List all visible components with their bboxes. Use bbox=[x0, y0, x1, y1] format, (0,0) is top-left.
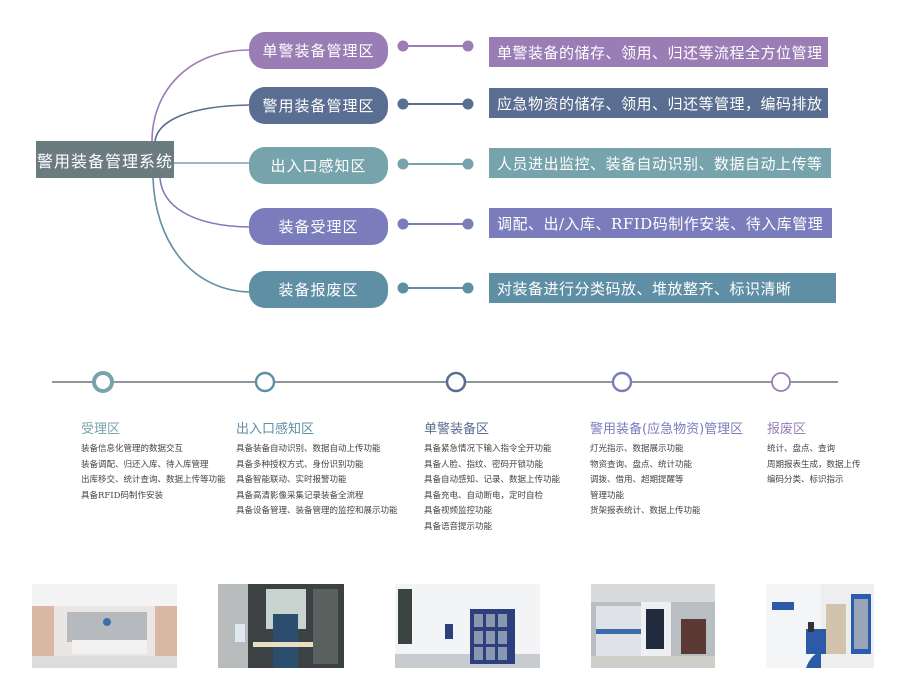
column-line: 具备人脸、指纹、密码开锁功能 bbox=[424, 459, 544, 470]
connector-4 bbox=[159, 177, 250, 228]
column-line: 灯光指示、数据展示功能 bbox=[590, 444, 684, 454]
shelving-room-photo bbox=[591, 584, 715, 668]
column-intake: 受理区 装备信息化管理的数据交互 装备调配、归还入库、待入库管理 出库移交、统计… bbox=[81, 418, 226, 504]
column-line: 具备充电、自动断电，定时自检 bbox=[424, 490, 544, 501]
column-line: 具备智能联动、实时报警功能 bbox=[236, 475, 347, 485]
connector-1 bbox=[151, 49, 250, 142]
link-2 bbox=[397, 98, 474, 110]
desc-entrance-sensing: 人员进出监控、装备自动识别、数据自动上传等 bbox=[489, 148, 831, 178]
timeline-node-3 bbox=[445, 371, 467, 393]
column-line: 装备调配、归还入库、待入库管理 bbox=[81, 459, 209, 470]
branch-entrance-sensing: 出入口感知区 bbox=[249, 147, 388, 184]
column-line: 具备高清影像采集记录装备全流程 bbox=[236, 490, 364, 501]
desc-police-equipment: 应急物资的储存、领用、归还等管理，编码排放 bbox=[489, 88, 828, 118]
column-title: 出入口感知区 bbox=[236, 422, 315, 437]
connector-2 bbox=[154, 104, 250, 142]
column-line: 具备多种授权方式、身份识别功能 bbox=[236, 459, 364, 470]
column-line: 具备紧急情况下输入指令全开功能 bbox=[424, 444, 552, 454]
mindmap-connectors bbox=[151, 40, 474, 294]
branch-police-equipment: 警用装备管理区 bbox=[249, 87, 388, 124]
link-1 bbox=[397, 40, 474, 52]
column-line: 具备语音提示功能 bbox=[424, 521, 493, 532]
column-line: 周期报表生成，数据上传 bbox=[767, 459, 861, 470]
timeline bbox=[52, 371, 838, 393]
column-line: 具备自动感知、记录、数据上传功能 bbox=[424, 475, 561, 485]
column-line: 具备设备管理、装备管理的监控和展示功能 bbox=[236, 506, 398, 516]
column-entrance-sensing: 出入口感知区 具备装备自动识别、数据自动上传功能 具备多种授权方式、身份识别功能… bbox=[236, 418, 398, 520]
desc-single-police-equipment: 单警装备的储存、领用、归还等流程全方位管理 bbox=[489, 37, 828, 67]
column-title: 报废区 bbox=[767, 422, 807, 437]
link-3 bbox=[397, 158, 474, 170]
entrance-door-photo bbox=[218, 584, 344, 668]
column-line: 统计、盘点、查询 bbox=[767, 444, 836, 454]
scrap-area-photo bbox=[766, 584, 874, 668]
connector-5 bbox=[152, 177, 250, 293]
branch-equipment-scrap: 装备报废区 bbox=[249, 271, 388, 308]
column-title: 警用装备(应急物资)管理区 bbox=[590, 422, 744, 437]
column-scrap: 报废区 统计、盘点、查询 周期报表生成，数据上传 编码分类、标识指示 bbox=[767, 418, 861, 489]
link-4 bbox=[397, 218, 474, 230]
column-line: 物资查询、盘点、统计功能 bbox=[590, 459, 693, 470]
column-single-police-equipment: 单警装备区 具备紧急情况下输入指令全开功能 具备人脸、指纹、密码开锁功能 具备自… bbox=[424, 418, 560, 535]
column-line: 管理功能 bbox=[590, 490, 625, 501]
mindmap-root: 警用装备管理系统 bbox=[36, 141, 174, 178]
reception-hall-photo bbox=[32, 584, 177, 668]
desc-equipment-scrap: 对装备进行分类码放、堆放整齐、标识清晰 bbox=[489, 273, 836, 303]
branch-single-police-equipment: 单警装备管理区 bbox=[249, 32, 388, 69]
column-police-equipment: 警用装备(应急物资)管理区 灯光指示、数据展示功能 物资查询、盘点、统计功能 调… bbox=[590, 418, 743, 520]
column-line: 具备视频监控功能 bbox=[424, 506, 493, 516]
timeline-node-2 bbox=[254, 371, 276, 393]
timeline-node-5 bbox=[771, 372, 791, 392]
column-line: 调拨、借用、超期提醒等 bbox=[590, 475, 684, 485]
timeline-node-4 bbox=[611, 371, 633, 393]
column-title: 单警装备区 bbox=[424, 422, 490, 437]
branch-equipment-intake: 装备受理区 bbox=[249, 208, 388, 245]
column-line: 货架报表统计、数据上传功能 bbox=[590, 506, 701, 516]
column-line: 装备信息化管理的数据交互 bbox=[81, 444, 184, 454]
link-5 bbox=[397, 282, 474, 294]
timeline-node-1 bbox=[92, 371, 114, 393]
column-line: 具备装备自动识别、数据自动上传功能 bbox=[236, 444, 381, 454]
column-line: 编码分类、标识指示 bbox=[767, 475, 844, 485]
desc-equipment-intake: 调配、出/入库、RFID码制作安装、待入库管理 bbox=[489, 208, 832, 238]
column-title: 受理区 bbox=[81, 422, 121, 437]
column-line: 出库移交、统计查询、数据上传等功能 bbox=[81, 475, 226, 485]
corridor-lockers-photo bbox=[395, 584, 540, 668]
column-line: 具备RFID码制作安装 bbox=[81, 490, 163, 501]
